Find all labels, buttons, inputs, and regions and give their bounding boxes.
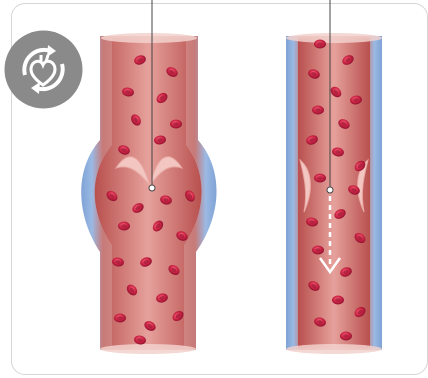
red-blood-cell-center bbox=[315, 108, 321, 112]
red-blood-cell-center bbox=[335, 298, 341, 302]
red-blood-cell-center bbox=[173, 122, 179, 126]
red-blood-cell-center bbox=[343, 334, 349, 338]
red-blood-cell-center bbox=[317, 42, 323, 46]
red-blood-cell-center bbox=[315, 248, 321, 252]
left-vein bbox=[81, 0, 216, 354]
red-blood-cell-center bbox=[121, 224, 127, 228]
red-blood-cell-center bbox=[317, 176, 323, 180]
red-blood-cell-center bbox=[117, 316, 123, 320]
